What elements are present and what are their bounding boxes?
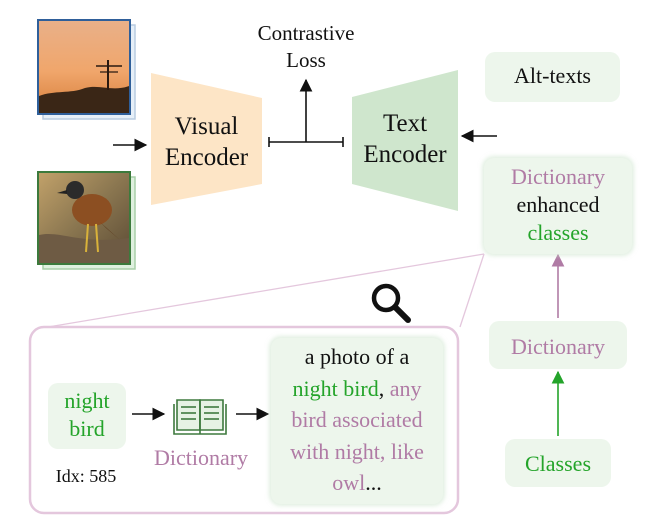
concept-line-2: bird [69, 416, 105, 441]
prompt-line-4: with night, like [290, 438, 424, 464]
dictionary-node-label: Dictionary [510, 334, 606, 359]
enhanced-line-classes: classes [527, 220, 589, 245]
zoom-guide-line-left [47, 253, 485, 328]
book-icon [173, 399, 227, 435]
alt-texts-box [485, 52, 620, 102]
magnifier-icon [371, 283, 411, 323]
contrastive-loss-label: Contrastive Loss [236, 20, 376, 74]
concept-label: night bird [48, 387, 126, 443]
text-encoder-line-2: Encoder [363, 141, 447, 168]
prompt-owl: owl [332, 470, 366, 495]
visual-encoder-label: Visual Encoder [151, 111, 262, 173]
prompt-comma: , [378, 375, 385, 401]
text-encoder-label: Text Encoder [352, 108, 458, 170]
contrastive-bracket [268, 78, 344, 147]
enhanced-line-enhanced: enhanced [516, 192, 600, 217]
loss-line-2: Loss [286, 48, 326, 72]
text-encoder-shape [352, 70, 458, 211]
prompt-line-2: night bird, any [271, 373, 443, 405]
prompt-line-3: bird associated [291, 407, 423, 432]
dictionary-node-box [489, 321, 627, 369]
alt-texts-label: Alt-texts [514, 63, 591, 88]
prompt-line-1: a photo of a [304, 344, 410, 369]
visual-encoder-shape [151, 73, 262, 205]
classes-node-box [505, 439, 611, 487]
prompt-text: a photo of a night bird, any bird associ… [271, 341, 443, 499]
prompt-line-5: owl... [271, 467, 443, 499]
concept-index: Idx: 585 [55, 466, 117, 486]
enhanced-classes-label: Dictionary enhanced classes [484, 163, 632, 247]
visual-encoder-line-1: Visual [174, 113, 239, 140]
loss-line-1: Contrastive [257, 21, 355, 45]
prompt-concept: night bird [292, 375, 379, 401]
visual-encoder-line-2: Encoder [164, 144, 249, 171]
concept-box [48, 383, 126, 449]
enhanced-line-dictionary: Dictionary [510, 164, 606, 189]
zoom-guide-line-right [459, 253, 485, 328]
classes-node-label: Classes [525, 451, 591, 476]
enhanced-classes-box [484, 158, 632, 254]
sunset-photo [37, 19, 131, 115]
concept-line-1: night [64, 388, 110, 413]
prompt-any: any [384, 375, 422, 401]
prompt-ellipsis: ... [365, 470, 382, 495]
prompt-box [271, 338, 443, 504]
zoom-dictionary-label: Dictionary [153, 445, 249, 470]
bird-photo [37, 171, 131, 265]
zoom-panel [28, 325, 460, 515]
text-encoder-line-1: Text [382, 110, 428, 137]
